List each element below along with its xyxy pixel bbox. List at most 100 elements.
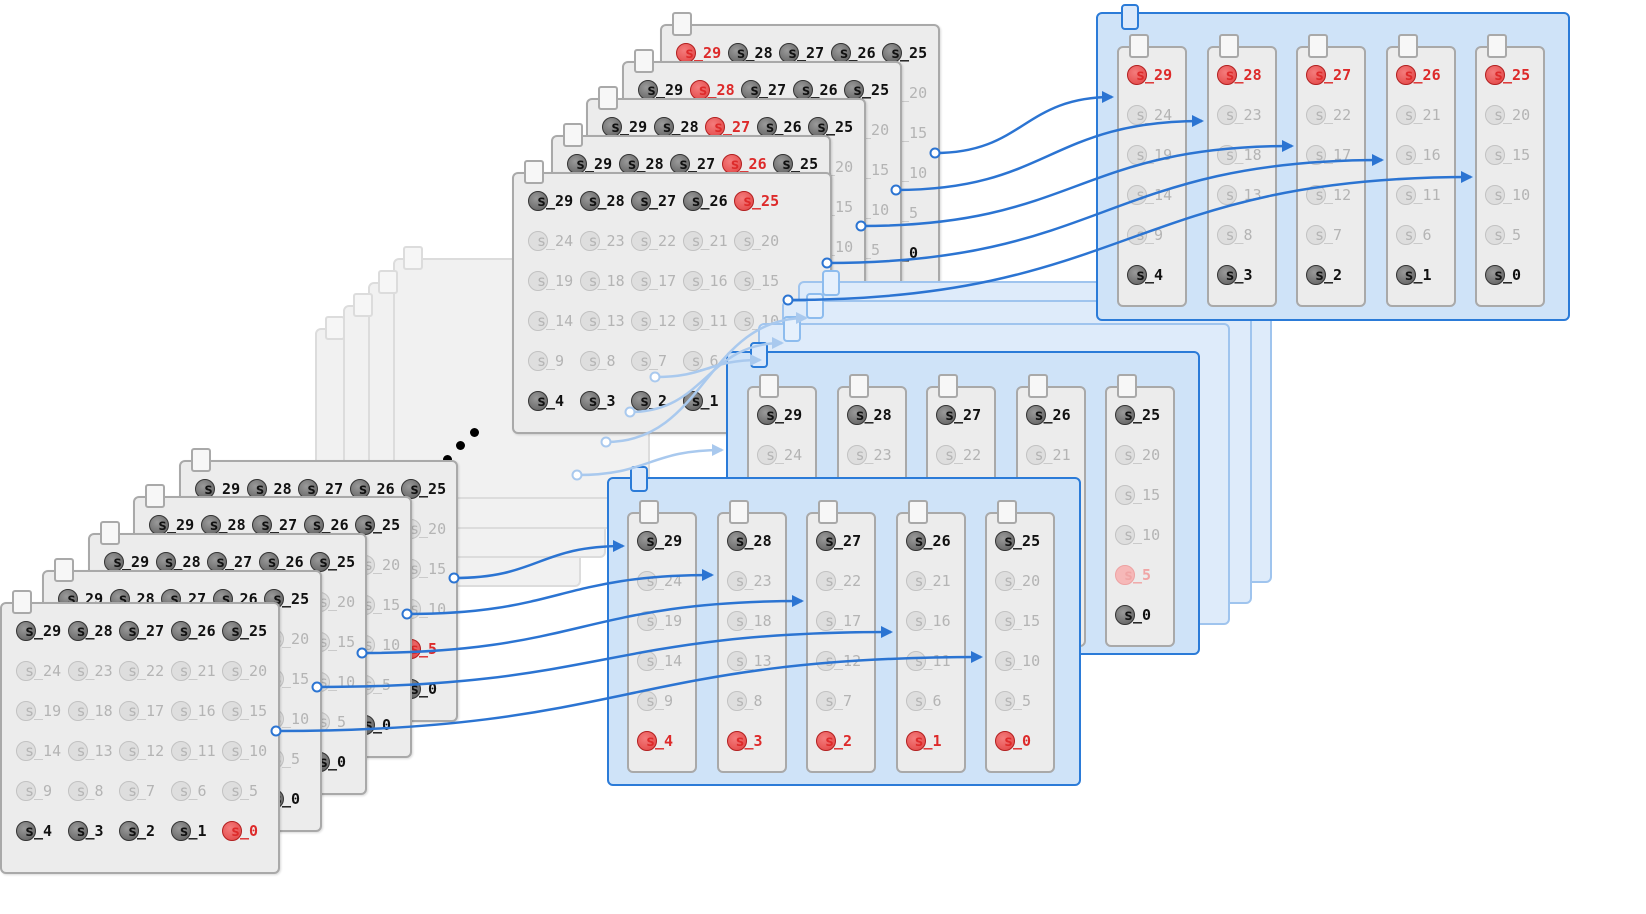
shard-label: s_9 — [1136, 226, 1164, 244]
shard-chip: s_3 — [726, 729, 763, 753]
shard-label: s_5 — [1494, 226, 1522, 244]
shard-disk-icon — [1395, 265, 1416, 285]
shard-label: s_25 — [364, 516, 401, 534]
shard-label: s_27 — [945, 406, 982, 424]
mapping-arrow — [316, 626, 893, 689]
column-label — [728, 500, 749, 524]
shard-disk-icon — [119, 701, 139, 721]
shard-chip: s_1 — [682, 389, 719, 413]
shard-chip: s_21 — [1395, 103, 1441, 127]
shard-column — [1105, 386, 1175, 647]
shard-chip: s_29 — [104, 550, 149, 574]
mapping-arrow — [895, 115, 1204, 192]
shard-chip: s_23 — [1216, 103, 1262, 127]
shard-label: s_12 — [128, 742, 165, 760]
shard-chip: s_29 — [637, 529, 682, 553]
shard-chip: s_10 — [1115, 523, 1160, 547]
shard-label: s_28 — [76, 622, 113, 640]
shard-chip: s_27 — [1306, 63, 1351, 87]
shard-column — [627, 512, 697, 773]
shard-label: s_20 — [319, 593, 356, 611]
shard-disk-icon — [579, 191, 600, 211]
shard-disk-icon — [579, 391, 600, 411]
shard-chip: s_28 — [200, 513, 246, 537]
shard-label: s_23 — [1225, 106, 1262, 124]
shard-column — [1296, 46, 1366, 307]
card-label — [598, 86, 618, 110]
shard-label: s_3 — [735, 732, 763, 750]
card-label — [563, 123, 583, 147]
shard-disk-icon — [528, 231, 548, 251]
shard-disk-icon — [995, 571, 1015, 591]
shard-label: s_9 — [646, 692, 674, 710]
ellipsis-dot — [456, 441, 465, 450]
shard-chip: s_17 — [816, 609, 861, 633]
shard-disk-icon — [1025, 445, 1046, 465]
shard-chip: s_0 — [1115, 603, 1151, 627]
shard-chip: s_1 — [905, 729, 942, 753]
shard-label: s_28 — [736, 44, 773, 62]
shard-chip: s_28 — [689, 78, 735, 102]
shard-disk-icon — [936, 405, 956, 425]
ghost-card-label — [403, 246, 423, 270]
shard-disk-icon — [222, 701, 242, 721]
card-label — [672, 12, 692, 36]
shard-chip: s_13 — [579, 309, 625, 333]
shard-label: s_7 — [825, 692, 853, 710]
shard-column — [1117, 46, 1187, 307]
shard-disk-icon — [734, 231, 754, 251]
shard-label: s_26 — [1034, 406, 1071, 424]
shard-disk-icon — [528, 391, 548, 411]
shard-disk-icon — [1127, 105, 1147, 125]
shard-label: s_25 — [410, 480, 447, 498]
shard-chip: s_22 — [119, 659, 164, 683]
shard-chip: s_28 — [155, 550, 201, 574]
shard-label: s_16 — [179, 702, 216, 720]
shard-label: s_17 — [640, 272, 677, 290]
shard-chip: s_8 — [67, 779, 104, 803]
arrow-origin-dot — [401, 608, 413, 620]
column-label — [907, 500, 928, 524]
shard-label: s_26 — [267, 553, 304, 571]
shard-disk-icon — [816, 531, 836, 551]
shard-label: s_26 — [358, 480, 395, 498]
shard-chip: s_24 — [528, 229, 573, 253]
shard-label: s_24 — [25, 662, 62, 680]
shard-chip: s_27 — [670, 152, 715, 176]
shard-chip: s_3 — [579, 389, 616, 413]
shard-label: s_8 — [76, 782, 104, 800]
shard-disk-icon — [1115, 445, 1135, 465]
shard-chip: s_17 — [631, 269, 676, 293]
shard-disk-icon — [579, 231, 600, 251]
shard-label: s_20 — [743, 232, 780, 250]
shard-label: s_5 — [231, 782, 259, 800]
shard-label: s_28 — [1225, 66, 1262, 84]
card-label — [100, 521, 120, 545]
shard-chip: s_18 — [579, 269, 625, 293]
shard-label: s_2 — [1315, 266, 1343, 284]
shard-disk-icon — [1216, 105, 1237, 125]
shard-chip: s_1 — [1395, 263, 1432, 287]
shard-label: s_19 — [537, 272, 574, 290]
shard-chip: s_8 — [579, 349, 616, 373]
shard-disk-icon — [1115, 525, 1135, 545]
shard-label: s_29 — [158, 516, 195, 534]
shard-label: s_27 — [750, 81, 787, 99]
shard-label: s_23 — [588, 232, 625, 250]
shard-label: s_4 — [1136, 266, 1164, 284]
shard-disk-icon — [734, 271, 754, 291]
shard-chip: s_3 — [1216, 263, 1253, 287]
shard-chip: s_7 — [631, 349, 667, 373]
mapping-arrow — [860, 140, 1294, 228]
shard-chip: s_23 — [579, 229, 625, 253]
shard-chip: s_27 — [119, 619, 164, 643]
shard-chip: s_12 — [119, 739, 164, 763]
shard-chip: s_25 — [1115, 403, 1160, 427]
shard-disk-icon — [1216, 65, 1237, 85]
shard-chip: s_28 — [726, 529, 772, 553]
shard-disk-icon — [119, 741, 139, 761]
arrow-origin-dot — [855, 220, 867, 232]
shard-chip: s_22 — [936, 443, 981, 467]
shard-chip: s_20 — [734, 229, 779, 253]
shard-disk-icon — [528, 271, 548, 291]
